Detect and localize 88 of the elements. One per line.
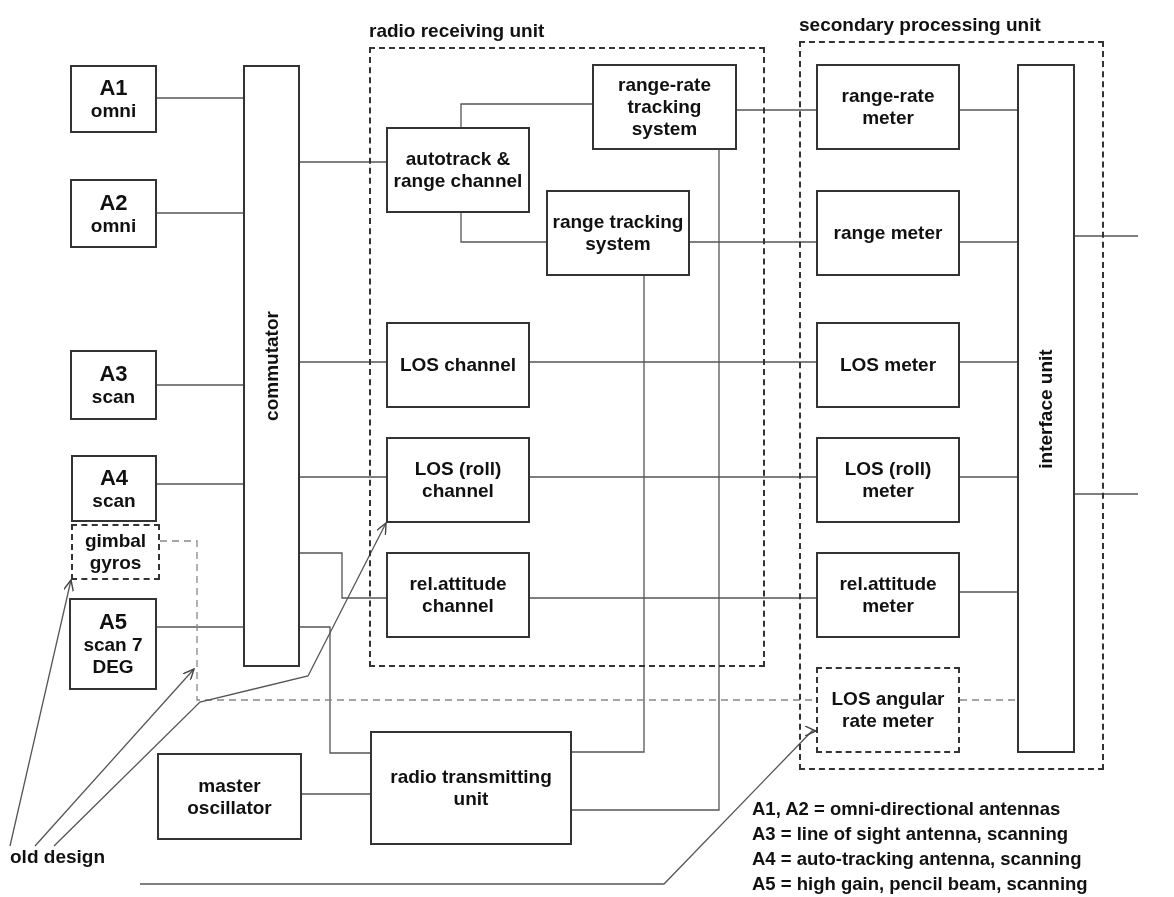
block-box: [243, 65, 300, 667]
connector-line: [959, 241, 1018, 243]
arrow: [139, 725, 817, 885]
connector-line: [529, 361, 817, 363]
block-label: A5: [98, 610, 128, 634]
note-text: A1, A2 = omni-directional antennas: [752, 797, 1061, 821]
note-text: A5 = high gain, pencil beam, scanning: [752, 872, 1088, 896]
connector-line: [959, 361, 1018, 363]
connector-line: [299, 361, 387, 363]
connector-line: [299, 626, 371, 754]
arrow: [34, 668, 195, 847]
connector-line: [571, 275, 645, 753]
note-text: A4 = auto-tracking antenna, scanning: [752, 847, 1082, 871]
connector-line: [571, 149, 720, 811]
connector-line: [1074, 493, 1139, 495]
connector-line: [156, 212, 244, 214]
callout-text: old design: [10, 846, 106, 868]
block-box: [1017, 64, 1075, 753]
connector-line: [959, 109, 1018, 111]
connector-line: [529, 597, 817, 599]
connector-line: [156, 384, 244, 386]
connector-line: [736, 109, 817, 111]
block-label: A1: [99, 76, 128, 100]
connector-line: [460, 103, 593, 128]
connector-line: [959, 476, 1018, 478]
block-box: [386, 322, 530, 408]
connector-line: [156, 97, 244, 99]
block-label: interface unit: [1035, 348, 1057, 469]
connector-line: [156, 483, 244, 485]
connector-line: [689, 241, 817, 243]
block-label: LOS channel: [399, 354, 517, 376]
group-title: secondary processing unit: [799, 13, 1041, 37]
block-label: LOS (roll) channel: [413, 458, 503, 502]
block-label: master oscillator: [186, 774, 273, 819]
block-box: [816, 322, 960, 408]
connector-line: [299, 161, 387, 163]
block-box: [70, 350, 157, 420]
connector-line: [301, 793, 371, 795]
arrow: [53, 522, 387, 847]
block-label: LOS (roll) meter: [843, 458, 933, 502]
block-box: [386, 437, 530, 523]
block-box: [386, 127, 530, 213]
block-box: [71, 455, 157, 522]
block-label: commutator: [260, 311, 283, 421]
connector-line: [156, 626, 244, 628]
dashed-block-box: [816, 667, 960, 753]
block-box: [69, 598, 157, 690]
block-label: omni: [90, 100, 137, 122]
block-box: [816, 552, 960, 638]
block-label: LOS angular rate meter: [830, 688, 946, 732]
block-label: A3: [99, 362, 128, 386]
block-box: [592, 64, 737, 150]
connector-line: [460, 212, 547, 243]
block-label: autotrack & range channel: [392, 148, 524, 192]
block-box: [157, 753, 302, 840]
block-box: [386, 552, 530, 638]
block-label: A4: [99, 465, 129, 490]
connector-line: [959, 591, 1018, 593]
group-title: radio receiving unit: [369, 19, 545, 43]
block-label: scan: [92, 489, 136, 512]
block-box: [370, 731, 572, 845]
block-label: LOS meter: [839, 354, 937, 376]
block-label: range-rate meter: [840, 85, 936, 129]
block-label: A2: [99, 190, 128, 215]
connector-line: [529, 476, 817, 478]
connector-line: [299, 476, 387, 478]
block-label: rel.attitude channel: [408, 573, 508, 617]
block-label: radio transmitting unit: [389, 766, 553, 810]
block-box: [816, 190, 960, 276]
block-box: [816, 64, 960, 150]
block-box: [546, 190, 690, 276]
block-label: range tracking system: [551, 211, 685, 255]
block-label: range meter: [833, 222, 943, 244]
block-label: omni: [90, 214, 137, 237]
arrow: [9, 579, 75, 847]
connector-line: [1074, 235, 1139, 237]
block-box: [816, 437, 960, 523]
block-box: [70, 65, 157, 133]
block-label: range-rate tracking system: [617, 74, 712, 140]
block-label: scan 7 DEG: [82, 634, 144, 678]
note-text: A3 = line of sight antenna, scanning: [752, 822, 1069, 846]
block-label: rel.attitude meter: [838, 573, 938, 617]
connector-line: [299, 552, 387, 599]
dashed-block-box: [71, 524, 160, 580]
block-box: [70, 179, 157, 248]
block-label: scan: [91, 386, 136, 408]
block-label: gimbal gyros: [83, 530, 148, 574]
dashed-line: [959, 699, 1018, 701]
